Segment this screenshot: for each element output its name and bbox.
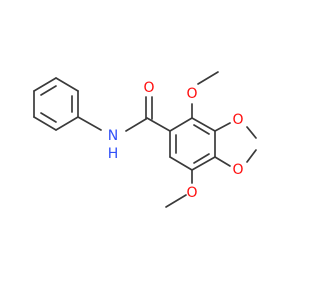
dioxole-ring (214, 122, 257, 167)
amide-hydrogen-label: H (108, 146, 119, 162)
bond (246, 149, 257, 163)
bond (246, 126, 257, 139)
bond (77, 116, 102, 131)
bond (40, 85, 57, 96)
benzodioxole-ring (169, 117, 216, 171)
bond (197, 71, 219, 85)
methoxy-oxygen-bottom-label: O (186, 185, 197, 201)
bond (191, 156, 216, 171)
dioxole-oxygen-top-label: O (232, 112, 243, 128)
bond (33, 77, 57, 92)
bond (165, 194, 187, 208)
bond (146, 117, 171, 132)
bond (33, 116, 57, 131)
bond (55, 116, 79, 131)
molecule-structure-diagram: O N H O O O O (33, 71, 257, 208)
bond (55, 77, 79, 92)
bond (193, 153, 210, 164)
bond (214, 156, 231, 167)
bond (193, 124, 210, 135)
amide-nitrogen-label: N (108, 128, 118, 144)
bond (40, 112, 57, 123)
bond (191, 117, 216, 132)
methoxy-oxygen-top-label: O (186, 86, 197, 102)
bond (214, 122, 231, 132)
phenyl-ring (33, 77, 79, 131)
bond (169, 156, 193, 171)
dioxole-oxygen-bottom-label: O (232, 162, 243, 178)
bond (125, 118, 147, 132)
bond (169, 117, 193, 132)
carbonyl-oxygen-label: O (143, 80, 154, 96)
